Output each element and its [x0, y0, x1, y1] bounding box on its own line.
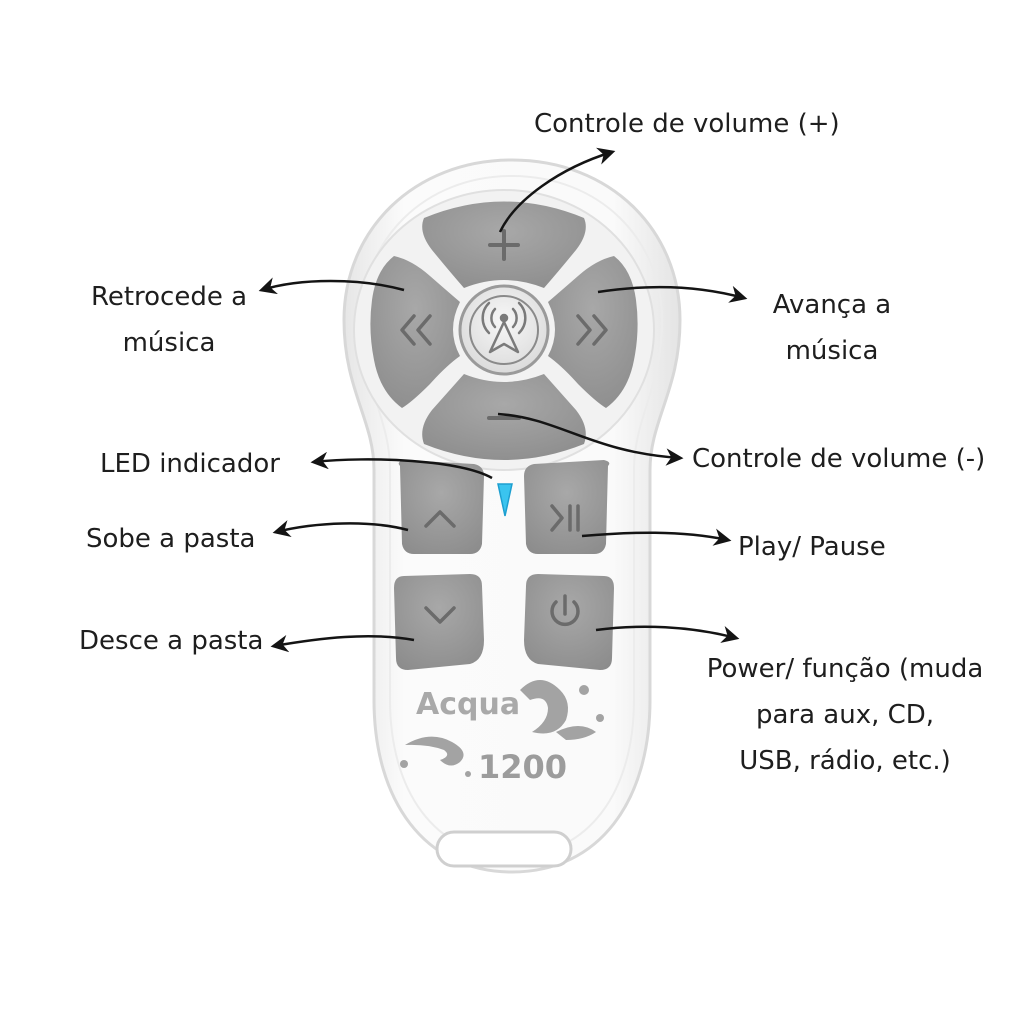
label-forward: Avança a música [772, 290, 892, 366]
power-button[interactable] [524, 574, 614, 670]
arrow-power [595, 625, 740, 643]
folder-up-button[interactable] [398, 460, 484, 554]
folder-down-button[interactable] [394, 574, 484, 670]
arrow-rewind [258, 277, 405, 295]
play-pause-button[interactable] [524, 460, 610, 554]
brand-model: 1200 [478, 748, 567, 786]
plus-icon [488, 229, 520, 261]
keyring-slot [435, 830, 573, 868]
brand-name: Acqua [416, 687, 520, 722]
label-volume-down: Controle de volume (-) [692, 444, 986, 474]
power-icon [550, 594, 580, 627]
arrow-forward [597, 285, 748, 303]
center-logo-button[interactable] [458, 284, 550, 376]
chevron-down-icon [424, 606, 456, 624]
forward-icon [576, 314, 608, 346]
play-pause-icon [550, 504, 580, 532]
antenna-icon [481, 301, 527, 354]
volume-down-button[interactable] [422, 374, 586, 460]
arrow-led [310, 451, 493, 480]
label-rewind: Retrocede a música [90, 282, 248, 358]
arrow-volume-up [498, 147, 616, 233]
chevron-up-icon [424, 510, 456, 528]
label-volume-up: Controle de volume (+) [534, 109, 840, 139]
rewind-icon [400, 314, 432, 346]
led-indicator [497, 483, 513, 517]
forward-button[interactable] [548, 256, 638, 408]
arrow-play-pause [581, 528, 732, 546]
label-folder-up: Sobe a pasta [86, 524, 256, 554]
rewind-button[interactable] [370, 256, 460, 408]
label-led: LED indicador [100, 449, 280, 479]
arrow-volume-down [497, 412, 684, 466]
brand-logo: Acqua 1200 [400, 680, 604, 786]
label-power: Power/ função (muda para aux, CD, USB, r… [706, 654, 984, 776]
label-play-pause: Play/ Pause [738, 532, 886, 562]
splash-graphic [400, 680, 604, 777]
arrow-folder-down [270, 634, 415, 653]
label-folder-down: Desce a pasta [79, 626, 264, 656]
volume-up-button[interactable] [422, 201, 586, 289]
callout-arrows [258, 147, 748, 653]
arrow-folder-up [272, 520, 409, 538]
